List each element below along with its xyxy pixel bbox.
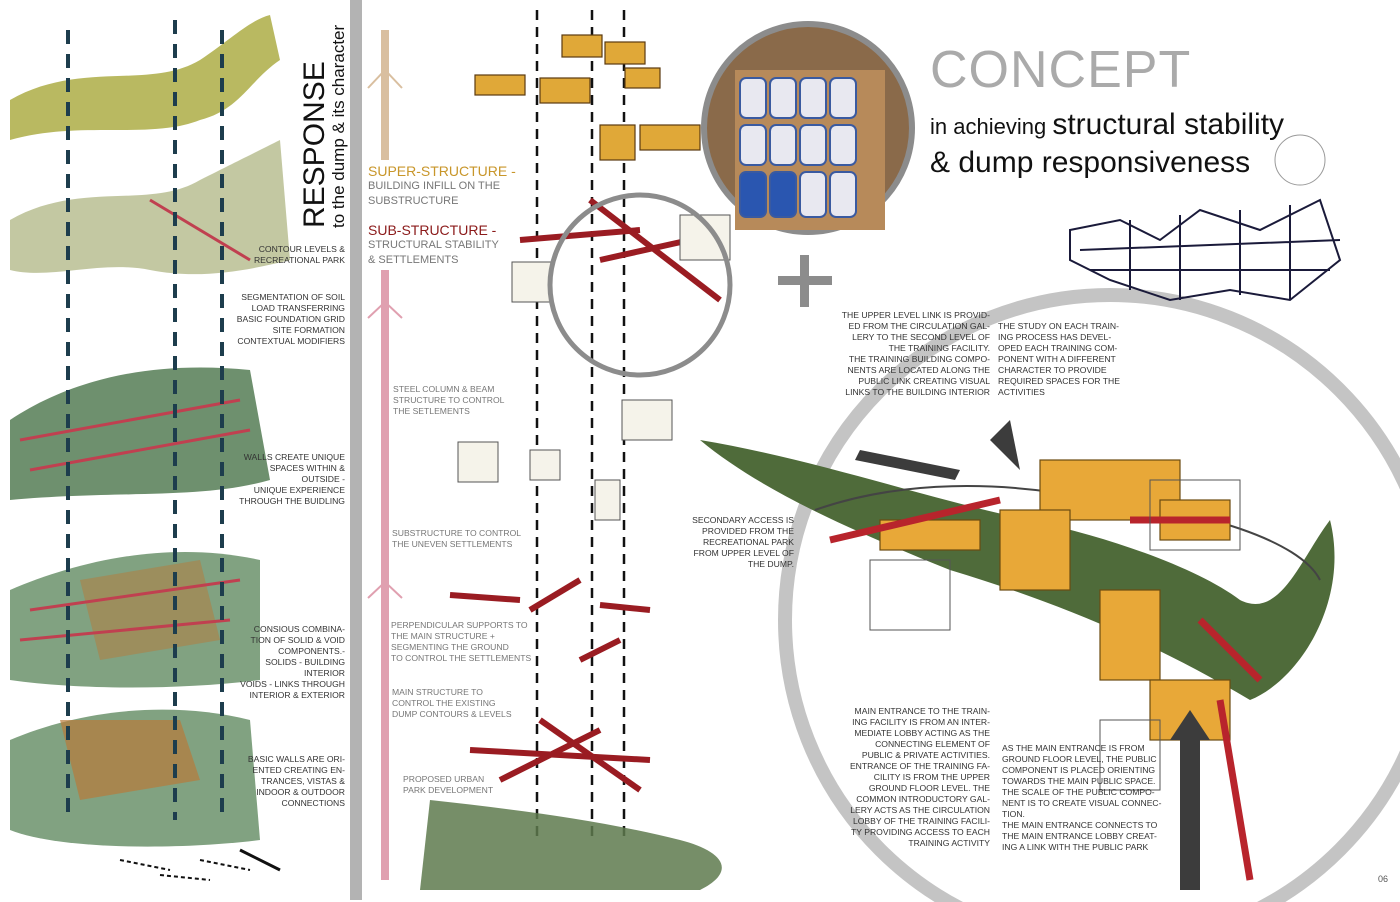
separator-bar [350,0,362,900]
substructure-label: SUB-STRUCTURE - STRUCTURAL STABILITY & S… [368,223,499,267]
superstructure-blocks [474,34,701,161]
superstructure-label: SUPER-STRUCTURE - BUILDING INFILL ON THE… [368,164,516,208]
process-note-perpendicular: PERPENDICULAR SUPPORTS TO THE MAIN STRUC… [391,620,532,663]
substructure-heading: SUB-STRUCTURE - [368,222,497,238]
note-public-component: AS THE MAIN ENTRANCE IS FROM GROUND FLOO… [1002,743,1162,852]
substructure-text: STRUCTURAL STABILITY & SETTLEMENTS [368,239,499,266]
left-note-solid-void: CONSIOUS COMBINA- TION OF SOLID & VOID C… [240,624,345,700]
note-secondary-access: SECONDARY ACCESS IS PROVIDED FROM THE RE… [692,515,794,569]
subtitle-prefix: in achieving [930,114,1047,139]
left-note-contours: CONTOUR LEVELS & RECREATIONAL PARK [253,244,345,265]
process-note-urban-park: PROPOSED URBAN PARK DEVELOPMENT [403,774,494,795]
note-main-entrance: MAIN ENTRANCE TO THE TRAIN- ING FACILITY… [849,706,990,848]
left-note-basic-walls: BASIC WALLS ARE ORI- ENTED CREATING EN- … [247,754,345,808]
site-plan-axonometric [700,420,1335,890]
page-number: 06 [1378,874,1389,884]
process-note-main-structure: MAIN STRUCTURE TO CONTROL THE EXISTING D… [392,687,512,719]
bottle-wall-photo [701,21,915,235]
urban-park-ground [420,800,722,890]
page-subtitle-line2: & dump responsiveness [930,146,1251,179]
page-subtitle-line1: in achieving structural stability [930,108,1284,142]
process-arrow [367,30,403,880]
plus-icon [778,255,832,307]
side-title-main: RESPONSE [298,61,331,228]
page-title: CONCEPT [930,41,1192,99]
note-upper-link: THE UPPER LEVEL LINK IS PROVID- ED FROM … [841,310,990,397]
process-note-substructure: SUBSTRUCTURE TO CONTROL THE UNEVEN SETTL… [392,528,522,549]
superstructure-heading: SUPER-STRUCTURE - [368,163,516,179]
note-study: THE STUDY ON EACH TRAIN- ING PROCESS HAS… [998,321,1120,397]
process-note-steel: STEEL COLUMN & BEAM STRUCTURE TO CONTROL… [393,384,505,416]
subtitle-emphasis: structural stability [1052,108,1285,141]
side-title: RESPONSE to the dump & its character [298,24,348,228]
structure-sketch [1069,134,1342,302]
superstructure-text: BUILDING INFILL ON THE SUBSTRUCTURE [368,180,501,207]
site-ring [778,288,1400,902]
substructure-members [449,197,722,793]
steel-grid-frames [457,214,731,521]
side-title-sub: to the dump & its character [329,24,348,228]
detail-circle [547,192,733,378]
site-sketch-panels [10,15,290,881]
left-note-segmentation: SEGMENTATION OF SOIL LOAD TRANSFERRING B… [236,292,345,346]
left-note-walls: WALLS CREATE UNIQUE SPACES WITHIN & OUTS… [239,452,345,506]
